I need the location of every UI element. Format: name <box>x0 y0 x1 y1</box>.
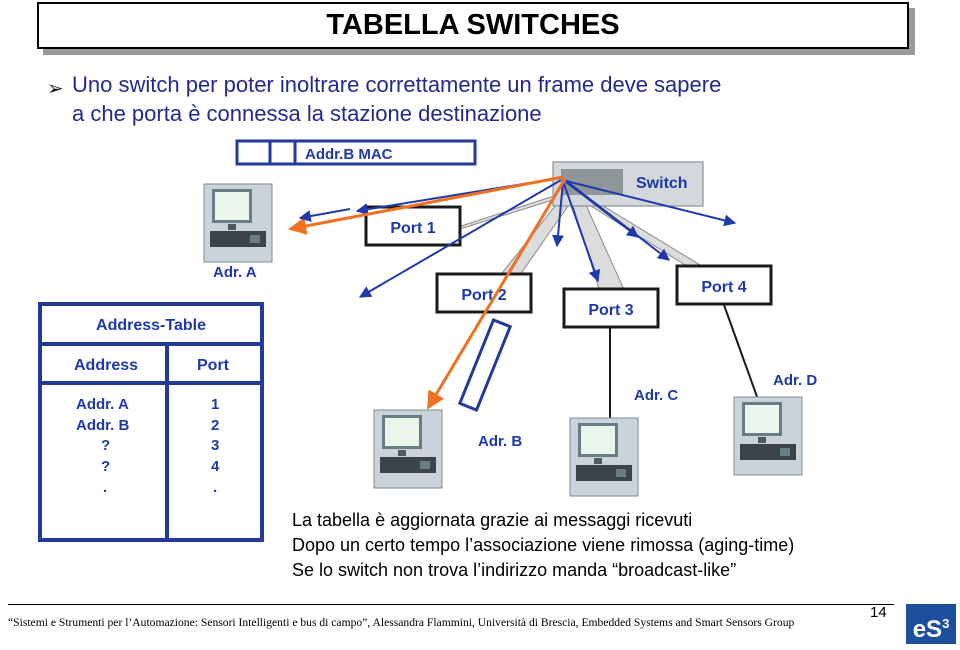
port-3: Port 3 <box>562 287 660 329</box>
frame-addr-b: Addr.B MAC <box>235 139 477 166</box>
logo-text: eS <box>912 616 943 643</box>
col-port-header: Port <box>197 357 230 374</box>
footer-divider <box>8 604 894 605</box>
frame-vertical <box>457 317 513 413</box>
table-row-3-address: ? <box>101 437 110 454</box>
caption: La tabella è aggiornata grazie ai messag… <box>292 508 794 583</box>
station-b-label: Adr. B <box>478 433 522 450</box>
address-table-title: Address-Table <box>96 317 206 334</box>
table-row-1-address: Addr. A <box>76 396 129 413</box>
intro-line-1: Uno switch per poter inoltrare correttam… <box>72 72 722 97</box>
col-address-header: Address <box>74 357 138 374</box>
computer-d-icon <box>733 396 803 476</box>
station-d-label: Adr. D <box>773 372 817 389</box>
table-row-5-port: . <box>213 479 217 496</box>
broadcast-arrows <box>355 177 737 298</box>
station-a-label: Adr. A <box>213 264 257 281</box>
intro-text: Uno switch per poter inoltrare correttam… <box>72 70 832 128</box>
table-row-4-port: 4 <box>211 458 220 475</box>
computer-a-icon <box>203 183 273 263</box>
port-4: Port 4 <box>675 264 773 306</box>
station-c-label: Adr. C <box>634 387 678 404</box>
port-1: Port 1 <box>364 205 462 247</box>
caption-line-1: La tabella è aggiornata grazie ai messag… <box>292 510 693 530</box>
es3-logo: eS3 <box>906 604 956 644</box>
table-row-5-address: . <box>103 479 107 496</box>
orange-arrows <box>288 175 567 410</box>
table-row-2-port: 2 <box>211 417 219 434</box>
caption-line-3: Se lo switch non trova l’indirizzo manda… <box>292 560 737 580</box>
table-row-4-address: ? <box>101 458 110 475</box>
slide-title: TABELLA SWITCHES <box>326 9 620 41</box>
table-row-3-port: 3 <box>211 437 219 454</box>
computer-b-icon <box>373 409 443 489</box>
port-1-label: Port 1 <box>390 220 435 237</box>
bullet-arrow-icon: ➢ <box>47 78 64 100</box>
station-links <box>609 304 761 420</box>
port-3-label: Port 3 <box>588 302 633 319</box>
computer-c-icon <box>569 417 639 497</box>
table-row-1-port: 1 <box>211 396 219 413</box>
logo-superscript: 3 <box>942 616 950 631</box>
port-2: Port 2 <box>435 272 533 314</box>
port-2-label: Port 2 <box>461 287 506 304</box>
port-4-label: Port 4 <box>701 279 746 296</box>
caption-line-2: Dopo un certo tempo l’associazione viene… <box>292 535 795 555</box>
page-number: 14 <box>870 604 887 621</box>
footer-text: “Sistemi e Strumenti per l’Automazione: … <box>8 616 795 629</box>
table-row-2-address: Addr. B <box>76 417 130 434</box>
intro-line-2: a che porta è connessa la stazione desti… <box>72 101 542 126</box>
slide-title-box: TABELLA SWITCHES <box>37 2 909 49</box>
address-table: Address-Table Address Port Addr. A 1 Add… <box>38 302 264 542</box>
frame-label: Addr.B MAC <box>305 146 393 163</box>
switch-label: Switch <box>636 175 688 192</box>
